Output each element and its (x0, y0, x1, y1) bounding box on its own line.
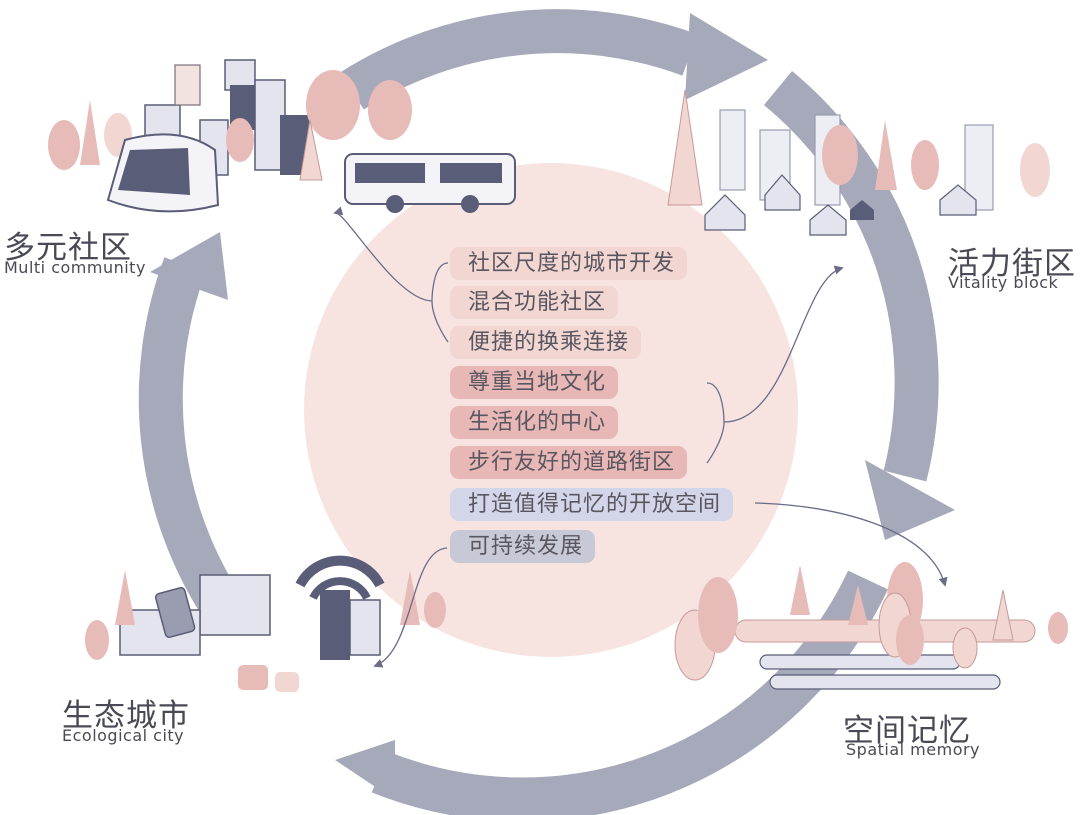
arrow-to-ecological (373, 547, 448, 668)
feature-pill: 生活化的中心 (450, 406, 619, 439)
ring-arc-top (340, 9, 698, 110)
ecological-city-title: 生态城市 (62, 698, 190, 734)
vitality-block-illustration (667, 89, 1050, 236)
feature-pill: 社区尺度的城市开发 (450, 247, 688, 280)
ring-arc-left (138, 257, 237, 612)
feature-pill: 步行友好的道路街区 (450, 446, 688, 479)
feature-pill: 尊重当地文化 (450, 366, 619, 399)
ring-arrowheads (150, 13, 955, 800)
cycle-ring (138, 9, 939, 815)
arrow-to-multi (333, 206, 433, 302)
ecological-city-subtitle: Ecological city (62, 726, 185, 745)
arrowhead-bottom (335, 740, 395, 800)
feature-pill: 便捷的换乘连接 (450, 326, 642, 359)
spatial-memory-subtitle: Spatial memory (846, 740, 981, 759)
arrowhead-right (865, 460, 955, 540)
arrowhead-left (150, 232, 228, 300)
connector-lines (333, 206, 948, 668)
vitality-block-title: 活力街区 (948, 246, 1076, 282)
ring-arc-bottom (371, 570, 888, 815)
arrow-to-vitality (723, 265, 844, 423)
feature-pill: 混合功能社区 (450, 286, 619, 319)
arrowhead-top (685, 13, 768, 100)
spatial-memory-illustration (674, 562, 1068, 690)
ecological-city-illustration (85, 555, 446, 692)
feature-pill: 可持续发展 (450, 530, 596, 563)
vitality-block-subtitle: Vitality block (948, 273, 1059, 292)
arrow-to-spatial (754, 502, 948, 587)
multi-community-illustration (48, 59, 516, 213)
multi-community-title: 多元社区 (4, 230, 132, 266)
spatial-memory-title: 空间记忆 (843, 713, 971, 749)
multi-community-subtitle: Multi community (4, 258, 146, 277)
feature-pill: 打造值得记忆的开放空间 (450, 488, 734, 521)
